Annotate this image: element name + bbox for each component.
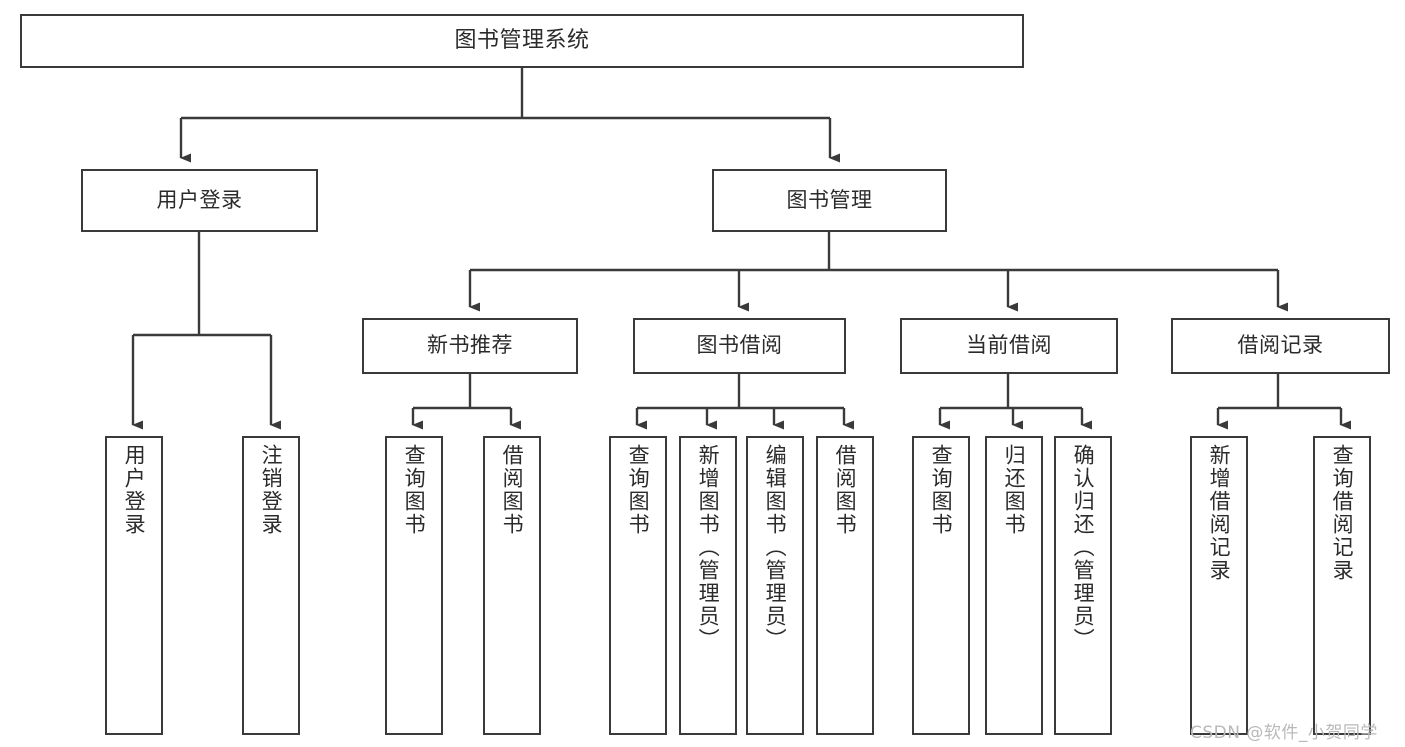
leaf-confirm-return-admin[interactable]: 确认归还（管理员）	[1054, 436, 1112, 735]
leaf-add-book-admin[interactable]: 新增图书（管理员）	[679, 436, 737, 735]
node-user-login[interactable]: 用户登录	[81, 169, 318, 232]
node-book-borrow[interactable]: 图书借阅	[633, 318, 846, 374]
leaf-add-borrow-record[interactable]: 新增借阅记录	[1190, 436, 1248, 735]
node-label: 查询借阅记录	[1330, 444, 1355, 582]
node-label: 新增图书（管理员）	[696, 444, 721, 651]
node-label: 图书管理系统	[454, 27, 590, 53]
leaf-user-login[interactable]: 用户登录	[105, 436, 163, 735]
node-label: 图书借阅	[696, 333, 783, 358]
node-label: 借阅图书	[833, 444, 858, 536]
node-label: 借阅记录	[1237, 333, 1324, 358]
node-label: 新书推荐	[427, 333, 513, 358]
node-label: 用户登录	[156, 187, 243, 212]
leaf-query-book-recommendation[interactable]: 查询图书	[385, 436, 443, 735]
node-label: 查询图书	[626, 444, 651, 536]
node-label: 查询图书	[402, 444, 427, 536]
node-root-system[interactable]: 图书管理系统	[20, 14, 1024, 68]
node-label: 用户登录	[122, 444, 147, 536]
node-label: 新增借阅记录	[1207, 444, 1232, 582]
leaf-query-borrow-record[interactable]: 查询借阅记录	[1313, 436, 1371, 735]
leaf-borrow-book-recommendation[interactable]: 借阅图书	[483, 436, 541, 735]
node-current-borrow[interactable]: 当前借阅	[900, 318, 1118, 374]
leaf-edit-book-admin[interactable]: 编辑图书（管理员）	[746, 436, 804, 735]
node-label: 确认归还（管理员）	[1071, 444, 1096, 651]
node-label: 注销登录	[259, 444, 284, 536]
node-label: 编辑图书（管理员）	[763, 444, 788, 651]
node-label: 借阅图书	[500, 444, 525, 536]
node-label: 查询图书	[929, 444, 954, 536]
leaf-query-book-borrow[interactable]: 查询图书	[609, 436, 667, 735]
leaf-return-book[interactable]: 归还图书	[985, 436, 1043, 735]
node-book-management[interactable]: 图书管理	[712, 169, 947, 232]
leaf-borrow-book[interactable]: 借阅图书	[816, 436, 874, 735]
node-new-book-recommendation[interactable]: 新书推荐	[362, 318, 578, 374]
leaf-user-logout[interactable]: 注销登录	[242, 436, 300, 735]
csdn-watermark: CSDN @软件_小贺同学	[1190, 723, 1378, 743]
node-label: 归还图书	[1002, 444, 1027, 536]
leaf-query-book-current[interactable]: 查询图书	[912, 436, 970, 735]
node-label: 当前借阅	[966, 333, 1052, 358]
node-label: 图书管理	[786, 187, 873, 212]
node-borrow-record[interactable]: 借阅记录	[1171, 318, 1390, 374]
